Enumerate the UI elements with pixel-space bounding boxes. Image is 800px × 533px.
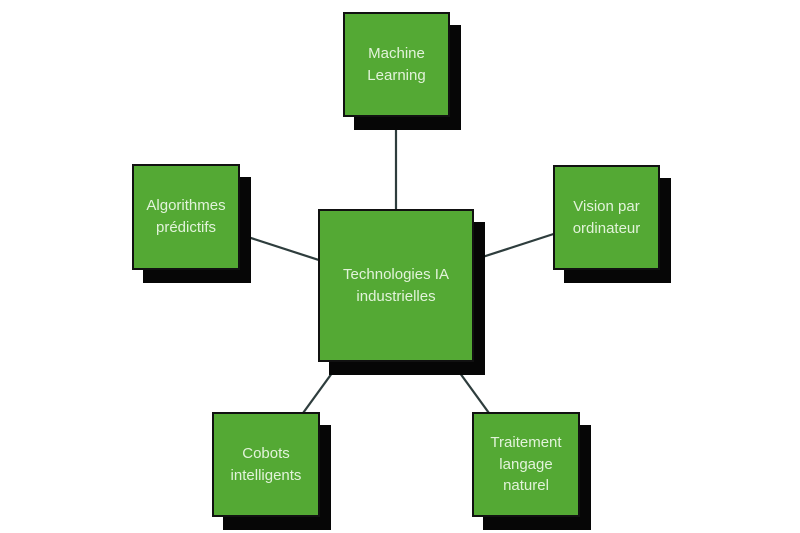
node-traitement-langage-naturel: Traitement langage naturel bbox=[472, 412, 580, 517]
node-machine-learning: Machine Learning bbox=[343, 12, 450, 117]
node-label-cobots-intelligents: Cobots intelligents bbox=[230, 444, 302, 484]
node-label-center: Technologies IA industrielles bbox=[343, 265, 449, 305]
node-label-traitement-langage-naturel: Traitement langage naturel bbox=[490, 433, 562, 495]
node-label-algorithmes-predictifs: Algorithmes prédictifs bbox=[146, 197, 226, 236]
node-vision-par-ordinateur: Vision par ordinateur bbox=[553, 165, 660, 270]
node-label-machine-learning: Machine Learning bbox=[367, 44, 426, 84]
node-cobots-intelligents: Cobots intelligents bbox=[212, 412, 320, 517]
node-label-vision-par-ordinateur: Vision par ordinateur bbox=[572, 197, 641, 237]
node-algorithmes-predictifs: Algorithmes prédictifs bbox=[132, 164, 240, 270]
node-technologies-ia-industrielles: Technologies IA industrielles bbox=[318, 209, 474, 362]
